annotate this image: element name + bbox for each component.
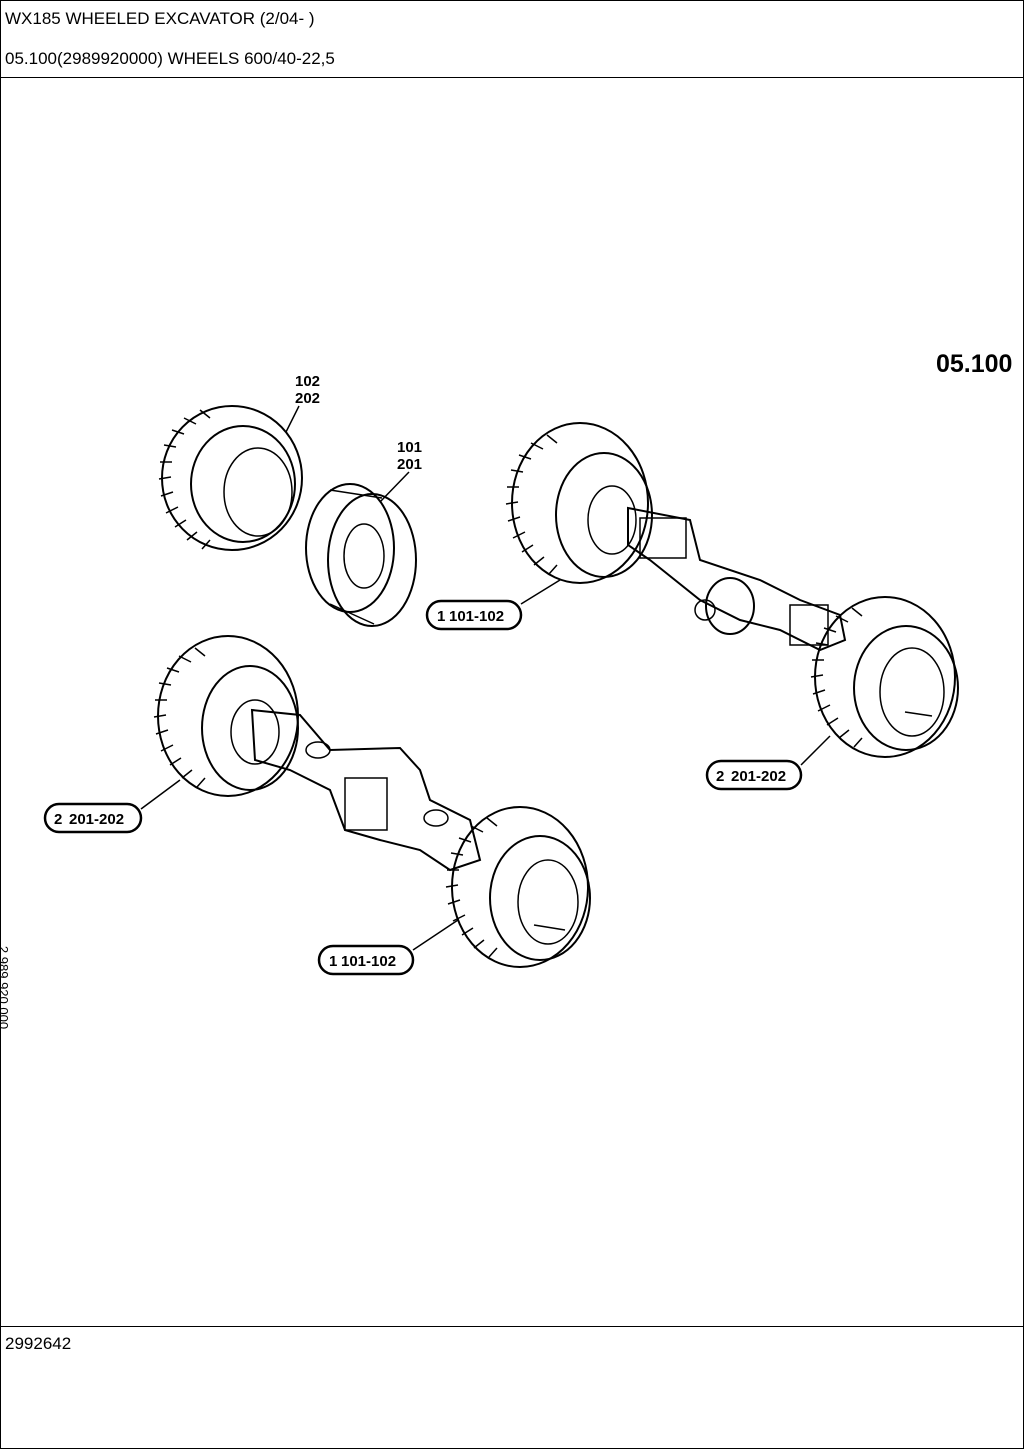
- callout-front-left: 2 201-202: [43, 802, 143, 834]
- callout-rim-b: 201: [397, 456, 422, 473]
- callout-front-right-qty: 1: [329, 953, 337, 970]
- header-row-title: WX185 WHEELED EXCAVATOR (2/04- ): [0, 0, 1024, 39]
- section-number: 05.100: [936, 350, 1013, 378]
- leader-rear-right: [800, 735, 831, 766]
- leader-front-right: [412, 919, 459, 951]
- callout-rear-right-qty: 2: [716, 768, 724, 785]
- callout-rim-a: 101: [397, 439, 422, 456]
- rear-axle-assembly: [505, 422, 959, 758]
- callout-rear-right-range: 201-202: [731, 768, 786, 785]
- document-subtitle: 05.100(2989920000) WHEELS 600/40-22,5: [5, 49, 335, 68]
- leader-front-left: [140, 779, 181, 810]
- loose-rim: [305, 471, 417, 627]
- callout-rear-left-range: 101-102: [449, 608, 504, 625]
- footer-code: 2992642: [5, 1334, 72, 1353]
- footer: 2992642: [0, 1326, 1024, 1449]
- leader-rear-left: [520, 579, 561, 605]
- callout-rear-right: 2 201-202: [705, 759, 803, 791]
- callout-tire-a: 102: [295, 373, 320, 390]
- callout-front-left-qty: 2: [54, 811, 62, 828]
- header-row-subtitle: 05.100(2989920000) WHEELS 600/40-22,5: [0, 40, 1024, 78]
- callout-front-left-range: 201-202: [69, 811, 124, 828]
- callout-front-right: 1 101-102: [317, 944, 415, 976]
- loose-tire: [158, 405, 303, 551]
- front-axle-assembly: [153, 635, 591, 968]
- document-title: WX185 WHEELED EXCAVATOR (2/04- ): [5, 9, 315, 28]
- callout-front-right-range: 101-102: [341, 953, 396, 970]
- callout-tire-b: 202: [295, 390, 320, 407]
- callout-rear-left-qty: 1: [437, 608, 445, 625]
- callout-rear-left: 1 101-102: [425, 599, 523, 631]
